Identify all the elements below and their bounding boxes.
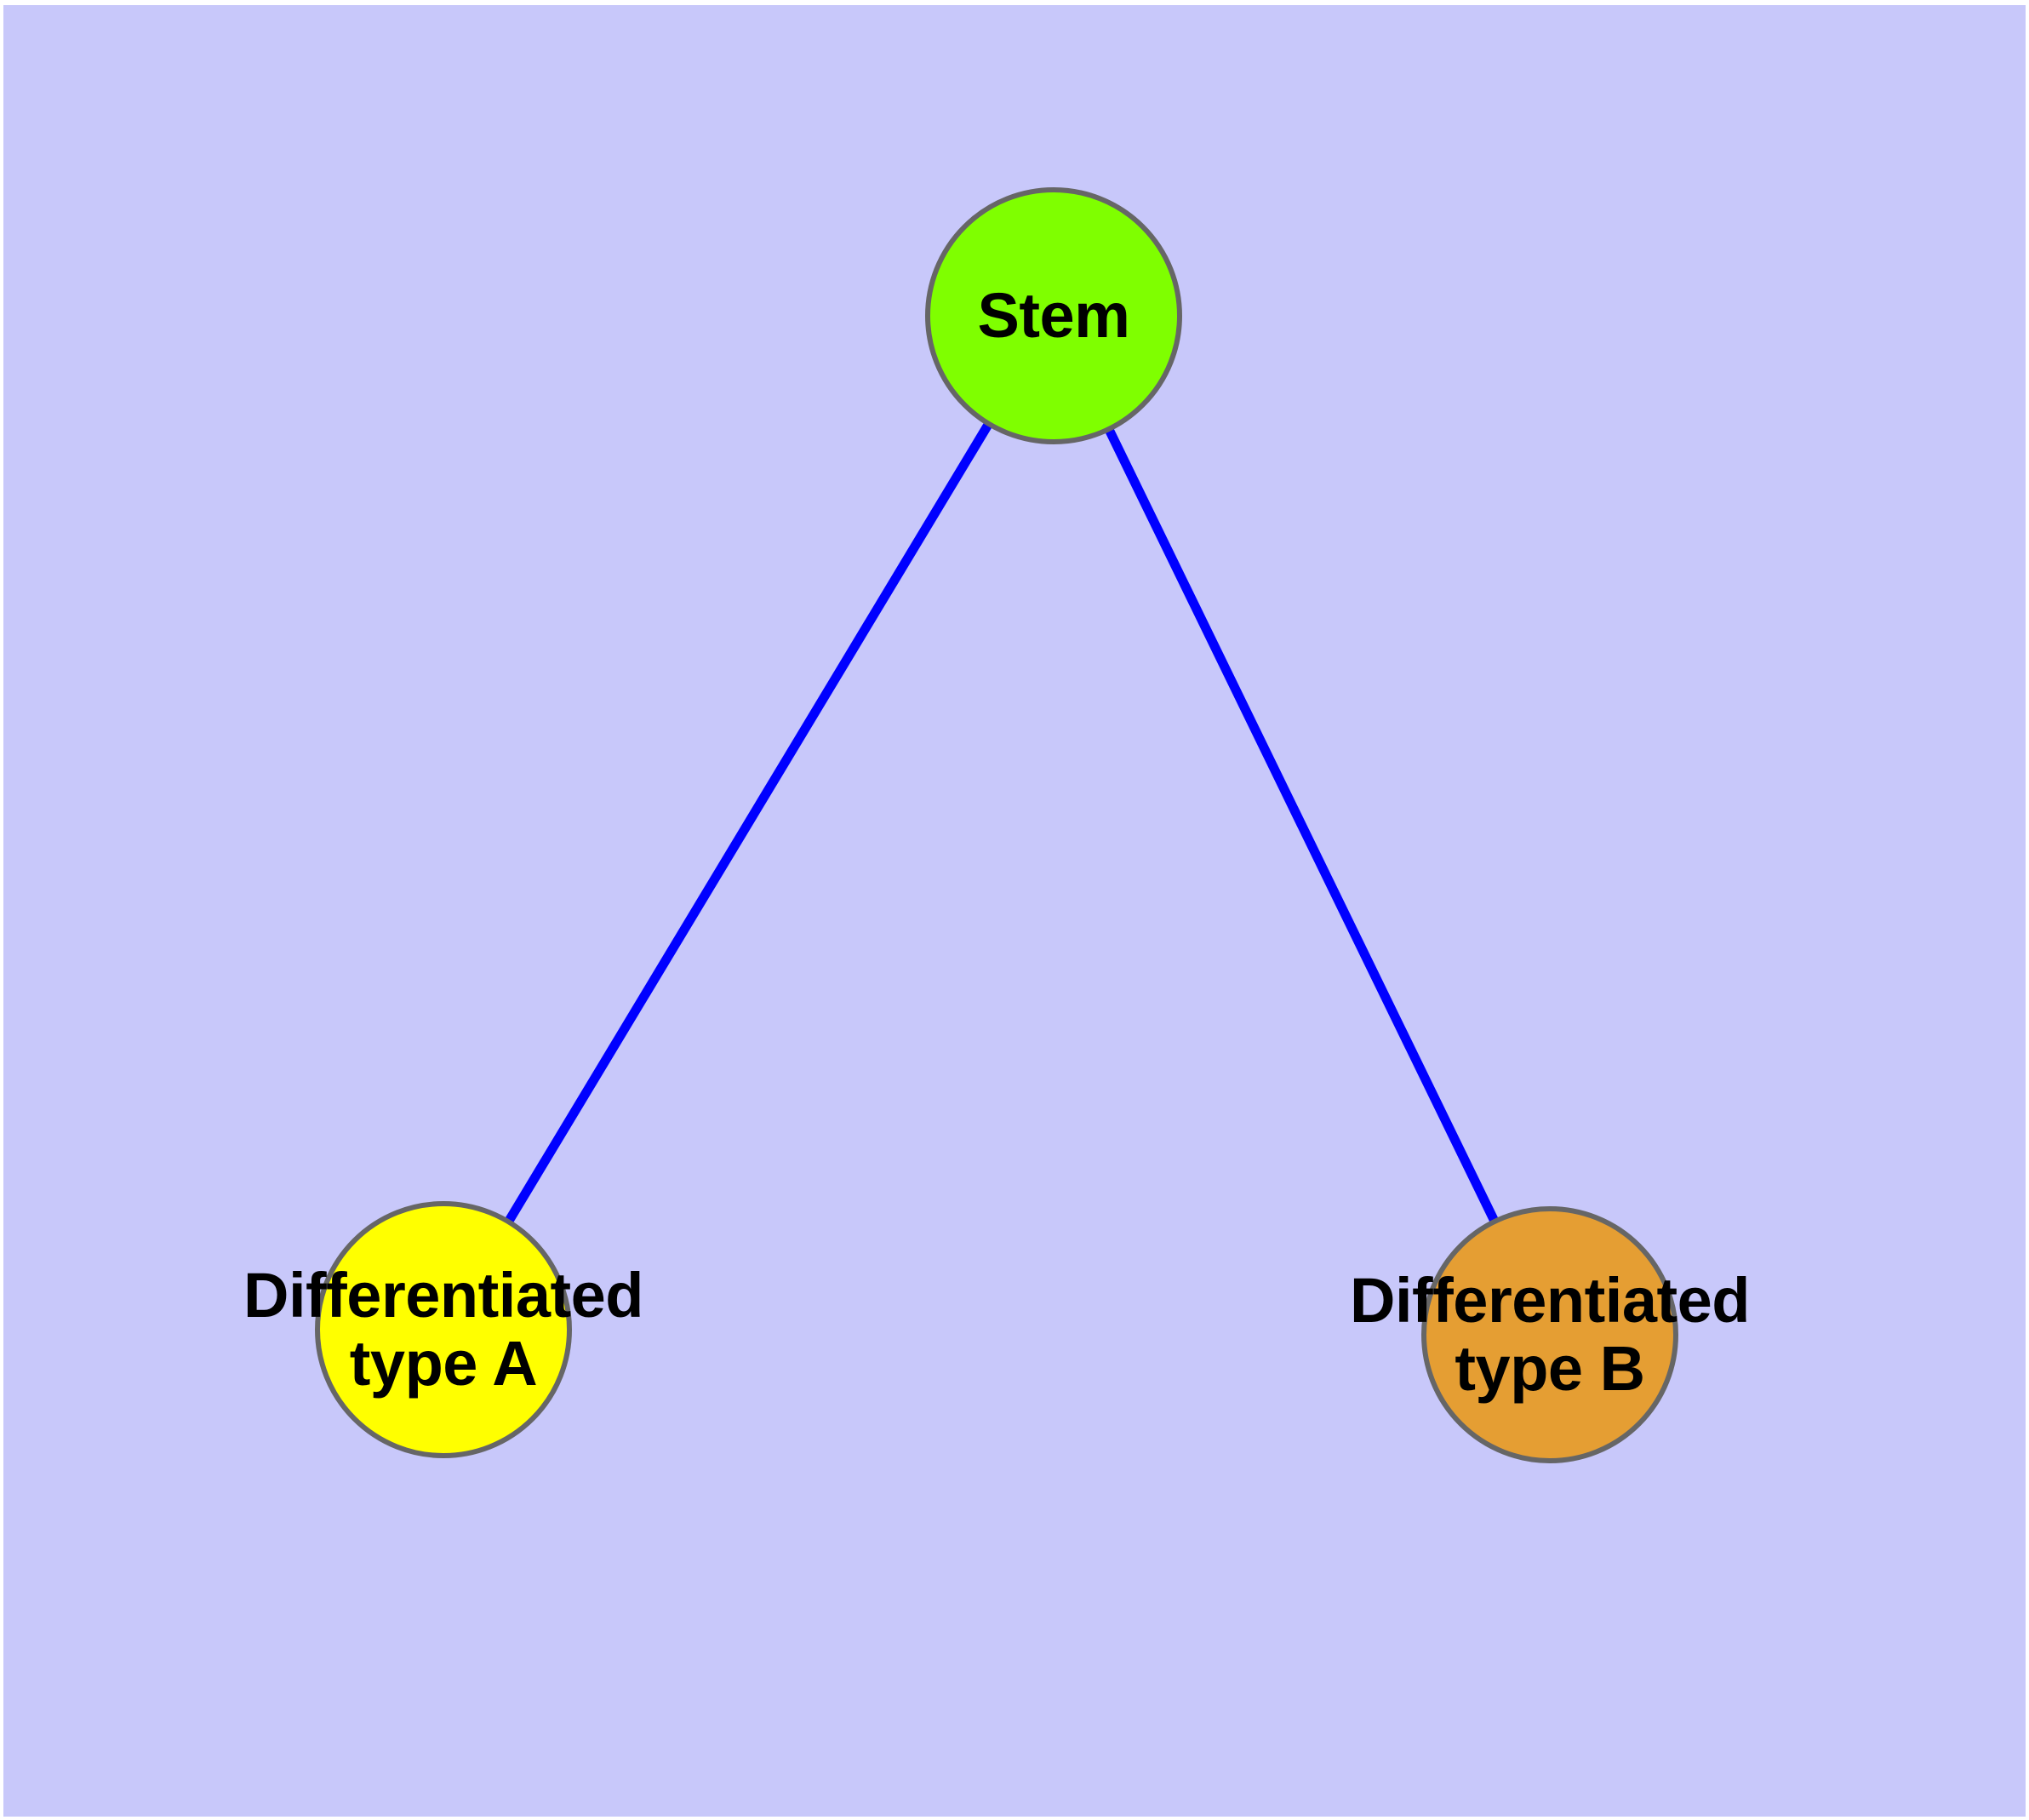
graph-edge[interactable] bbox=[1049, 313, 1554, 1337]
nodes-layer bbox=[315, 187, 1678, 1463]
graph-node-diff_b[interactable] bbox=[1421, 1206, 1678, 1463]
graph-svg bbox=[315, 187, 1678, 1463]
graph-node-diff_a[interactable] bbox=[315, 1201, 572, 1458]
edges-layer bbox=[439, 313, 1554, 1337]
graph-edge[interactable] bbox=[439, 313, 1058, 1332]
graph-node-stem[interactable] bbox=[925, 187, 1182, 444]
